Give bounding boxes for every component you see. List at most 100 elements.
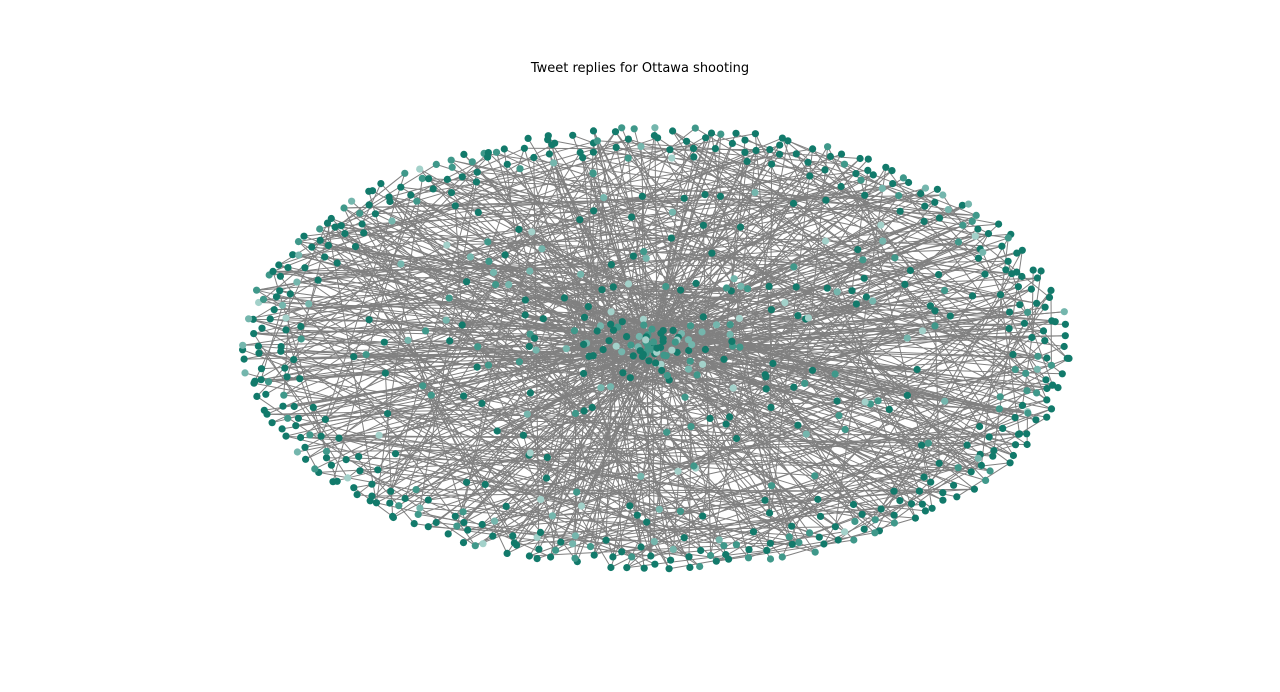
graph-node bbox=[781, 299, 789, 307]
graph-node bbox=[491, 517, 499, 525]
graph-node bbox=[543, 453, 551, 461]
graph-node bbox=[277, 343, 285, 351]
graph-node bbox=[293, 278, 301, 286]
graph-edge bbox=[274, 287, 727, 311]
graph-edge bbox=[456, 162, 555, 527]
graph-edge bbox=[272, 270, 640, 337]
graph-node bbox=[548, 512, 557, 520]
graph-node bbox=[921, 507, 930, 515]
graph-node bbox=[639, 315, 648, 323]
graph-node bbox=[666, 146, 674, 154]
graph-edge bbox=[736, 201, 936, 439]
graph-node bbox=[726, 321, 734, 329]
graph-node bbox=[1011, 441, 1020, 449]
graph-node bbox=[903, 391, 912, 399]
graph-node bbox=[1018, 246, 1026, 254]
graph-node bbox=[377, 180, 385, 188]
graph-node bbox=[404, 336, 412, 344]
graph-node bbox=[612, 342, 620, 350]
graph-node bbox=[849, 500, 858, 509]
graph-node bbox=[618, 318, 626, 326]
graph-node bbox=[917, 190, 925, 198]
graph-node bbox=[538, 245, 546, 253]
graph-node bbox=[804, 158, 812, 166]
graph-edge bbox=[688, 350, 959, 469]
graph-node bbox=[699, 221, 708, 229]
graph-node bbox=[577, 502, 586, 510]
graph-node bbox=[792, 283, 800, 291]
graph-edge bbox=[318, 223, 999, 281]
graph-node bbox=[579, 154, 587, 162]
graph-node bbox=[743, 285, 752, 293]
graph-node bbox=[941, 286, 949, 295]
graph-edge bbox=[274, 290, 945, 311]
graph-node bbox=[808, 366, 817, 374]
graph-node bbox=[458, 173, 466, 181]
graph-node bbox=[851, 517, 859, 526]
graph-node bbox=[309, 403, 317, 411]
graph-node bbox=[707, 551, 715, 560]
graph-node bbox=[573, 488, 581, 496]
graph-node bbox=[662, 282, 670, 291]
graph-node bbox=[722, 420, 730, 428]
graph-node bbox=[1006, 308, 1014, 316]
graph-edge bbox=[626, 549, 767, 569]
graph-edge bbox=[416, 200, 704, 318]
graph-node bbox=[815, 533, 823, 541]
graph-edge bbox=[770, 220, 973, 408]
graph-node bbox=[418, 174, 426, 182]
graph-node bbox=[926, 302, 935, 310]
graph-edge bbox=[651, 133, 722, 330]
graph-node bbox=[479, 540, 487, 548]
graph-node bbox=[1009, 451, 1018, 460]
graph-node bbox=[761, 371, 769, 379]
graph-node bbox=[560, 294, 569, 302]
graph-node bbox=[395, 502, 403, 510]
graph-node bbox=[974, 225, 982, 233]
graph-edge bbox=[829, 156, 1001, 398]
graph-node bbox=[776, 141, 784, 149]
graph-node bbox=[689, 144, 698, 152]
graph-edge bbox=[720, 195, 973, 297]
graph-edge bbox=[782, 137, 973, 297]
graph-node bbox=[834, 536, 842, 544]
graph-node bbox=[550, 159, 558, 167]
graph-node bbox=[918, 500, 927, 508]
graph-node bbox=[297, 433, 305, 442]
graph-node bbox=[684, 365, 693, 373]
graph-node bbox=[443, 175, 451, 183]
graph-edge bbox=[622, 372, 772, 408]
graph-node bbox=[321, 253, 329, 261]
graph-edge bbox=[512, 338, 664, 537]
graph-node bbox=[618, 124, 626, 132]
graph-node bbox=[730, 275, 738, 283]
graph-edge bbox=[477, 171, 977, 216]
graph-node bbox=[877, 221, 885, 229]
graph-node bbox=[589, 127, 598, 135]
graph-edge bbox=[384, 341, 590, 357]
graph-node bbox=[906, 266, 915, 275]
graph-node bbox=[801, 379, 809, 387]
graph-edge bbox=[518, 361, 557, 551]
graph-node bbox=[728, 139, 737, 147]
graph-node bbox=[931, 307, 939, 315]
graph-node bbox=[683, 137, 691, 145]
graph-node bbox=[484, 238, 492, 246]
graph-edge bbox=[540, 154, 780, 500]
graph-node bbox=[597, 384, 605, 392]
graph-node bbox=[640, 321, 648, 329]
graph-node bbox=[279, 402, 287, 410]
graph-node bbox=[778, 553, 786, 561]
graph-edge bbox=[319, 239, 585, 412]
graph-edge bbox=[533, 157, 1025, 324]
graph-node bbox=[424, 496, 432, 504]
graph-node bbox=[416, 504, 424, 512]
graph-edge bbox=[463, 283, 906, 523]
graph-edge bbox=[592, 173, 647, 341]
graph-edge bbox=[656, 351, 819, 500]
graph-node bbox=[941, 397, 949, 405]
graph-node bbox=[860, 274, 868, 282]
graph-edge bbox=[266, 401, 866, 415]
graph-node bbox=[895, 192, 903, 200]
graph-node bbox=[645, 345, 653, 353]
